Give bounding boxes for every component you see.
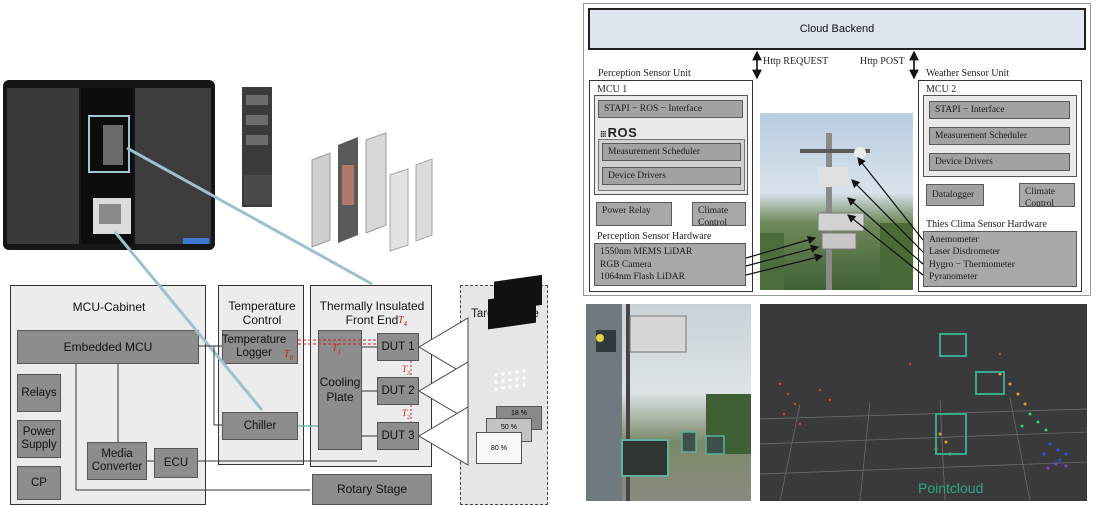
rotary-stage-block: Rotary Stage bbox=[312, 474, 432, 505]
weather-hardware-item: Pyranometer bbox=[929, 271, 978, 282]
ros-logo: ⁝⁝⁝ROS bbox=[600, 125, 638, 140]
test-site-photo bbox=[586, 304, 751, 501]
t1-label: T1 bbox=[332, 343, 342, 356]
perception-hardware-panel: 1550nm MEMS LiDAR RGB Camera 1064nm Flas… bbox=[594, 243, 746, 286]
datalogger-block: Datalogger bbox=[926, 184, 984, 206]
temperature-control-title: Temperature Control bbox=[228, 299, 296, 327]
power-relay-block: Power Relay bbox=[596, 202, 672, 226]
cloud-backend-label: Cloud Backend bbox=[799, 23, 875, 35]
t3-label: T3 bbox=[402, 364, 411, 377]
ecu-block: ECU bbox=[154, 448, 198, 478]
climate-control-block-2: Climate Control bbox=[1019, 183, 1075, 209]
ros-logo-dots: ⁝⁝⁝ bbox=[600, 129, 607, 139]
dut2-block: DUT 2 bbox=[377, 377, 419, 405]
media-converter-block: Media Converter bbox=[87, 442, 147, 480]
relays-block: Relays bbox=[17, 374, 61, 412]
cooling-plate-block: Cooling Plate bbox=[318, 330, 362, 450]
weather-unit-title: Weather Sensor Unit bbox=[926, 68, 1010, 79]
mcu1-label: MCU 1 bbox=[597, 84, 628, 95]
weather-hardware-item: Laser Disdrometer bbox=[929, 247, 1000, 258]
perception-hardware-item: RGB Camera bbox=[600, 259, 652, 270]
sensor-mast-graphic bbox=[760, 133, 913, 290]
measurement-scheduler-block-2: Measurement Scheduler bbox=[929, 127, 1070, 145]
front-end-title: Thermally Insulated Front End bbox=[319, 299, 425, 327]
dut1-block: DUT 1 bbox=[377, 333, 419, 361]
perception-hardware-item: 1550nm MEMS LiDAR bbox=[600, 247, 693, 257]
test-site-graphic bbox=[586, 304, 751, 501]
cabinet-photo bbox=[3, 80, 215, 250]
sensor-mast-photo bbox=[760, 113, 913, 290]
target-space-panel: Target Space bbox=[460, 285, 548, 505]
power-supply-block: Power Supply bbox=[17, 420, 61, 458]
cabinet-photo-graphic bbox=[7, 88, 211, 244]
http-request-label: Http REQUEST bbox=[763, 56, 829, 67]
climate-control-block-1: Climate Control bbox=[692, 202, 746, 228]
perception-hardware-title: Perception Sensor Hardware bbox=[597, 231, 712, 242]
stapi-interface-block: STAPI − Interface bbox=[929, 101, 1070, 119]
stapi-ros-interface-block: STAPI − ROS − Interface bbox=[598, 100, 743, 118]
embedded-mcu-block: Embedded MCU bbox=[17, 330, 199, 364]
weather-hardware-title: Thies Clima Sensor Hardware bbox=[926, 219, 1047, 230]
device-drivers-block-1: Device Drivers bbox=[602, 167, 741, 185]
device-drivers-block-2: Device Drivers bbox=[929, 153, 1070, 171]
cp-block: CP bbox=[17, 466, 61, 500]
pointcloud-label: Pointcloud bbox=[918, 480, 984, 496]
pointcloud-graphic bbox=[760, 333, 1087, 501]
mcu-cabinet-title: MCU-Cabinet bbox=[72, 300, 146, 314]
dut3-block: DUT 3 bbox=[377, 422, 419, 450]
reflectivity-card-80: 80 % bbox=[476, 432, 522, 464]
perception-unit-title: Perception Sensor Unit bbox=[598, 68, 691, 79]
exploded-render-graphic bbox=[242, 87, 433, 252]
weather-hardware-item: Anemometer bbox=[929, 235, 979, 245]
pointcloud-view: Pointcloud bbox=[760, 304, 1087, 501]
exploded-render bbox=[230, 85, 440, 255]
perception-hardware-item: 1064nm Flash LiDAR bbox=[600, 272, 685, 282]
front-end-temp-label: T4 bbox=[398, 315, 408, 328]
measurement-scheduler-block-1: Measurement Scheduler bbox=[602, 143, 741, 161]
t2-label: T2 bbox=[402, 408, 411, 421]
target-space-title: Target Space bbox=[471, 308, 539, 320]
chiller-block: Chiller bbox=[222, 412, 298, 440]
weather-hardware-item: Hygro − Thermometer bbox=[929, 259, 1015, 270]
http-post-label: Http POST bbox=[860, 56, 905, 67]
weather-hardware-panel: Anemometer Laser Disdrometer Hygro − The… bbox=[923, 231, 1077, 287]
mcu2-label: MCU 2 bbox=[926, 84, 957, 95]
cloud-backend-block: Cloud Backend bbox=[588, 8, 1086, 50]
logger-temp-label: T0 bbox=[284, 349, 294, 362]
